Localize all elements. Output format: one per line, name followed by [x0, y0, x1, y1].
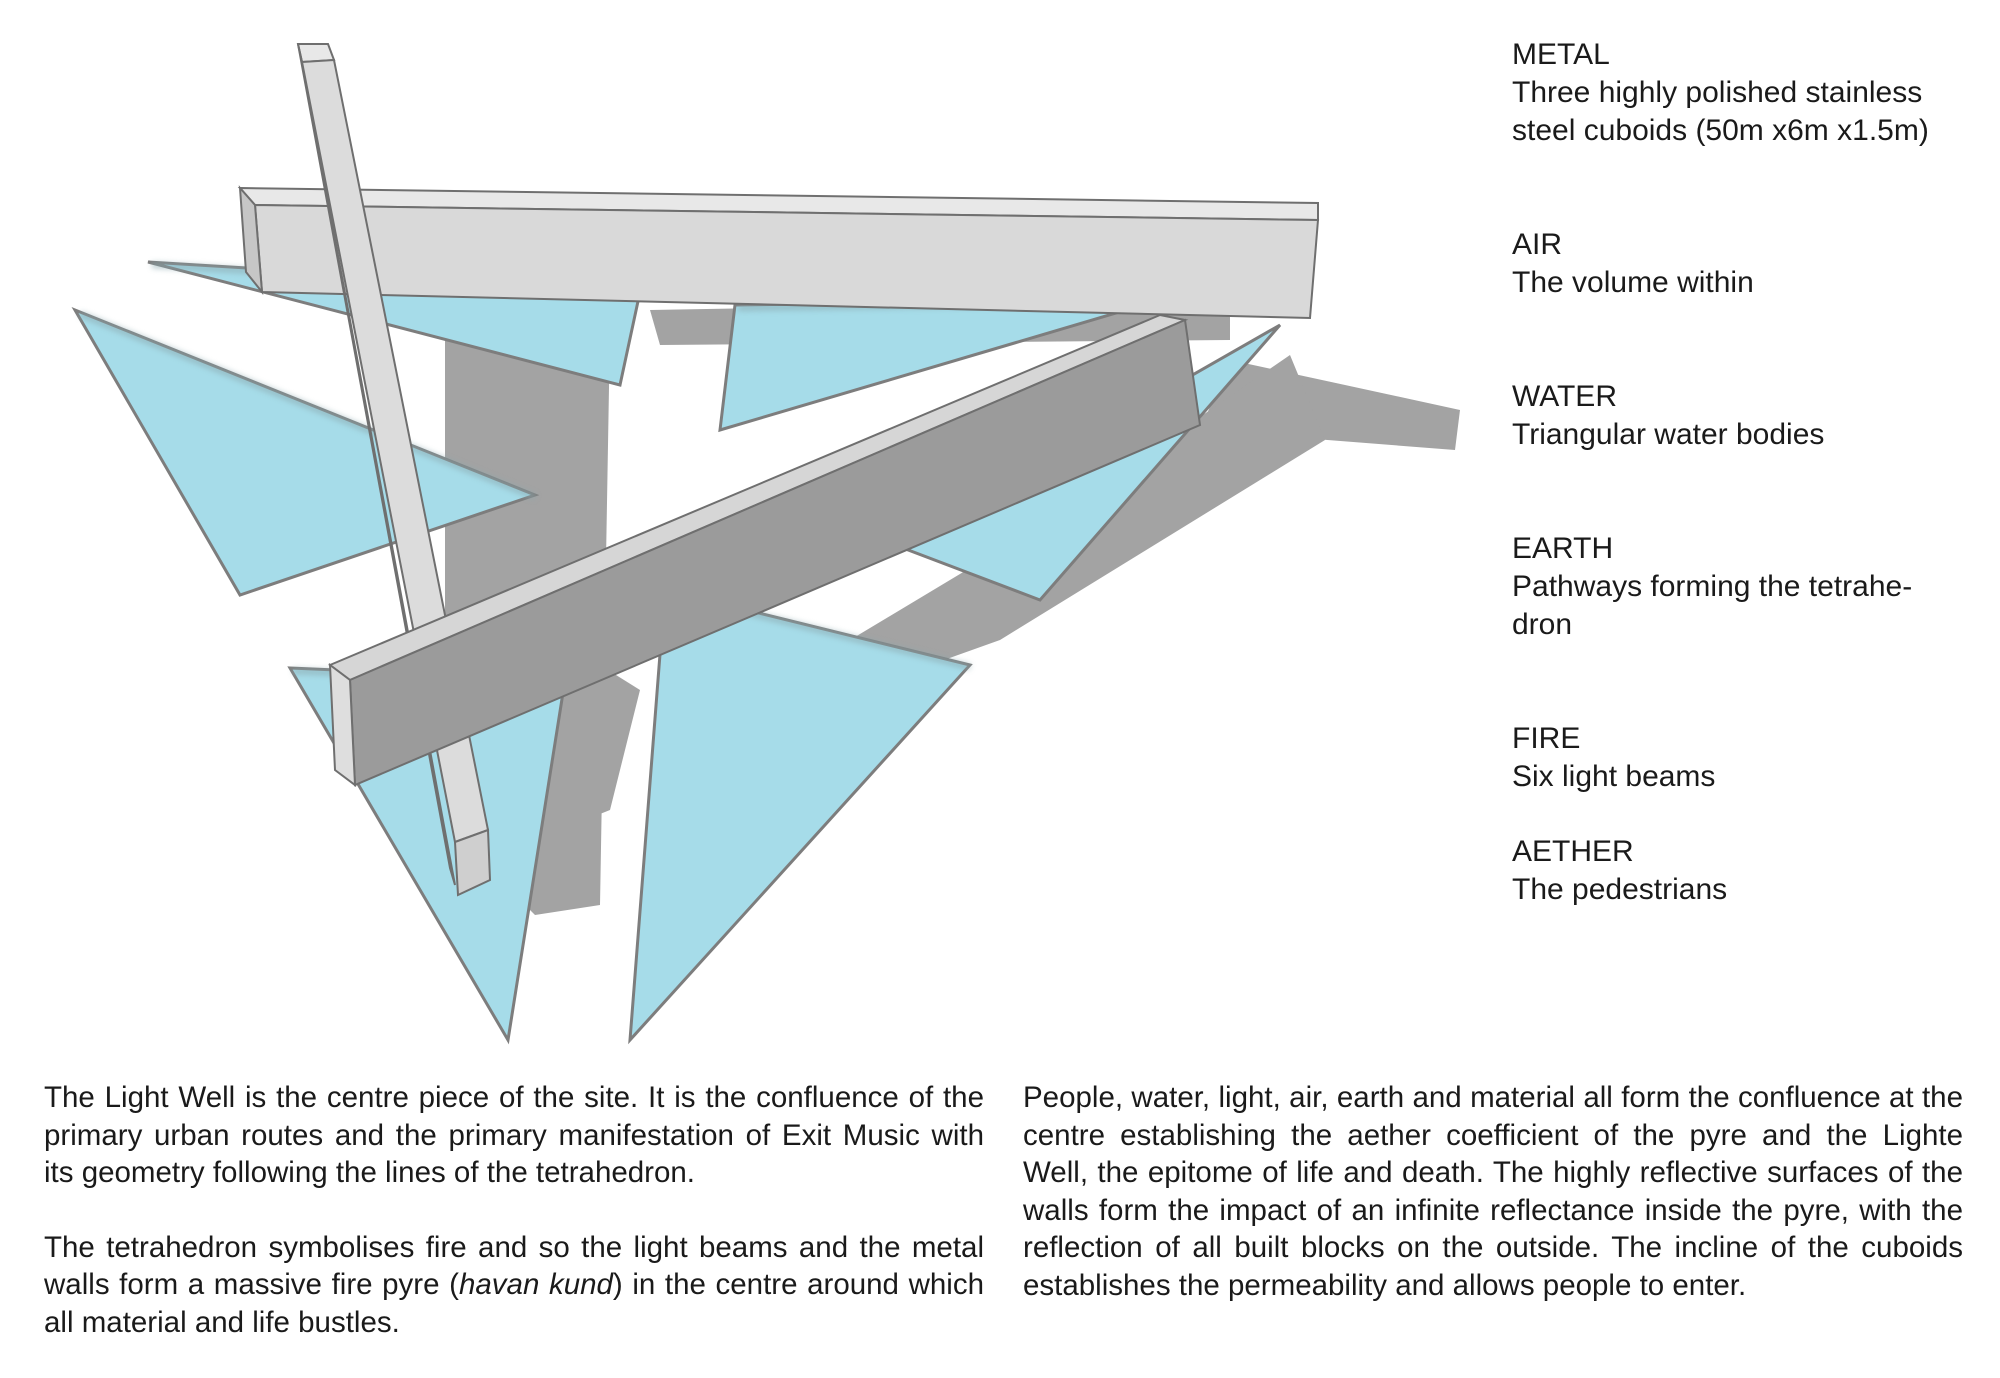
metal-beam-vertical-bottom-face	[453, 828, 492, 897]
legend-title: AIR	[1512, 228, 1563, 261]
paragraph-tetrahedron: The tetrahedron symbolises fire and so t…	[44, 1229, 984, 1342]
legend-item-fire: FIRE Six light beams	[1512, 720, 1982, 796]
legend-description: Three highly polished stainless steel cu…	[1512, 76, 1929, 147]
legend-item-aether: AETHER The pedestrians	[1512, 833, 1982, 909]
metal-beam-diagonal-end-face	[328, 662, 357, 788]
description-left-column: The Light Well is the centre piece of th…	[44, 1079, 984, 1378]
legend-description: Six light beams	[1512, 760, 1716, 793]
tetrahedron-diagram	[71, 43, 1460, 1045]
legend-title: WATER	[1512, 380, 1617, 413]
metal-beam-vertical-top-face	[296, 43, 336, 64]
metal-beam-top	[237, 185, 1320, 320]
metal-beam-top-end-face	[238, 185, 264, 296]
legend-item-metal: METAL Three highly polished stainless st…	[1512, 36, 1982, 150]
legend-title: EARTH	[1512, 532, 1614, 565]
legend-description: The pedestrians	[1512, 873, 1728, 906]
metal-beam-diagonal	[328, 313, 1202, 788]
legend-item-earth: EARTH Pathways forming the tetrahe- dron	[1512, 530, 1982, 644]
paragraph-light-well: The Light Well is the centre piece of th…	[44, 1081, 984, 1189]
paragraph-text: ) in the centre around which all materia…	[44, 1268, 984, 1339]
italic-term: havan kund	[458, 1268, 613, 1301]
paragraph-confluence: People, water, light, air, earth and mat…	[1023, 1081, 1963, 1302]
legend-description: Pathways forming the tetrahe- dron	[1512, 570, 1913, 641]
legend-description: The volume within	[1512, 266, 1754, 299]
description-right-column: People, water, light, air, earth and mat…	[1023, 1079, 1963, 1341]
legend-item-water: WATER Triangular water bodies	[1512, 378, 1982, 454]
legend-description: Triangular water bodies	[1512, 418, 1825, 451]
legend-title: AETHER	[1512, 835, 1634, 868]
legend-title: METAL	[1512, 38, 1610, 71]
legend-item-air: AIR The volume within	[1512, 226, 1982, 302]
legend-title: FIRE	[1512, 722, 1581, 755]
paragraph-text: The tetrahedron symbolises fire and so t…	[44, 1230, 984, 1302]
